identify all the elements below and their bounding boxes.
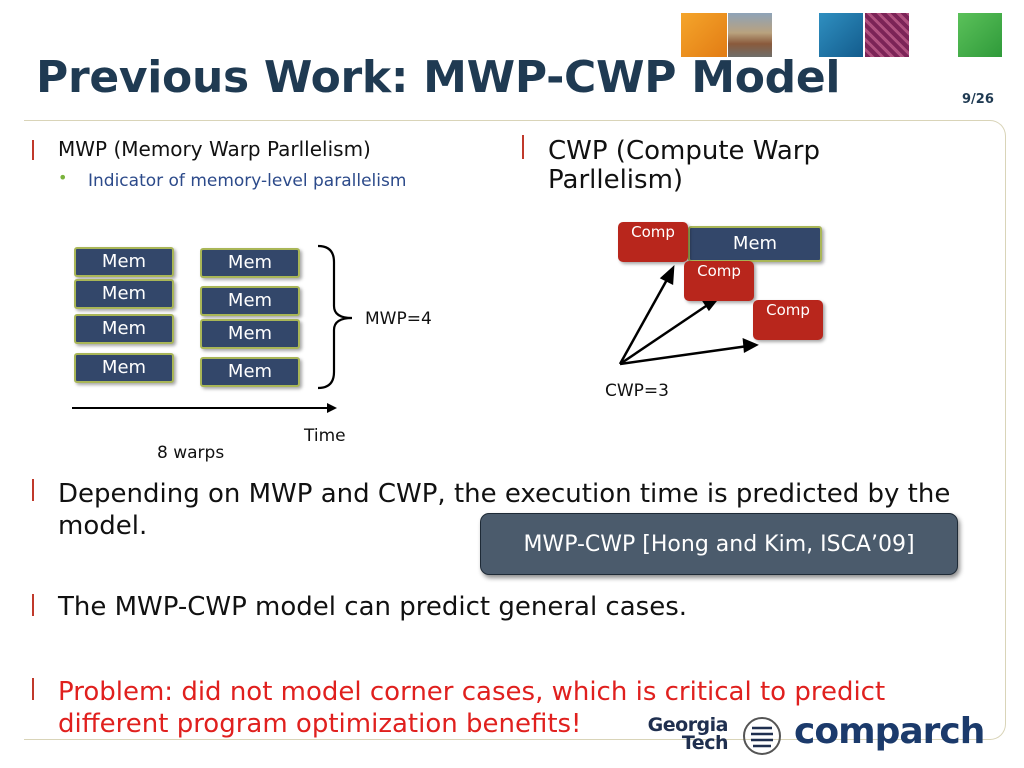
bullet-bar-execution [32,479,34,501]
mem-block: Mem [74,247,174,277]
mem-block: Mem [200,357,300,387]
cwp-heading: CWP (Compute Warp Parllelism) [548,136,820,195]
mem-block: Mem [74,279,174,309]
header-tile-photo [728,13,772,57]
mem-block: Mem [74,314,174,344]
header-tile-blue [819,13,863,57]
general-cases-bullet: The MWP-CWP model can predict general ca… [58,592,688,622]
mem-block: Mem [200,248,300,278]
bullet-bar-mwp [32,140,34,160]
cwp-arrows [618,264,759,366]
bullet-bar-cwp [522,135,524,159]
slide-title: Previous Work: MWP-CWP Model [36,52,841,103]
header-tile-circuit [865,13,909,57]
mwp-sub-bullet: Indicator of memory-level parallelism [88,171,407,191]
time-arrow-head [327,403,337,413]
mem-block: Mem [200,319,300,349]
time-label: Time [304,426,346,446]
georgia-tech-seal-icon [743,717,781,755]
comp-block: Comp [618,222,688,262]
cwp-mem-block: Mem [688,226,822,262]
comp-block: Comp [684,261,754,301]
mwp-brace [317,244,353,390]
mem-block: Mem [74,353,174,383]
reference-box: MWP-CWP [Hong and Kim, ISCA’09] [480,513,958,575]
georgia-tech-logo: Georgia Tech [647,714,729,754]
warps-label: 8 warps [157,443,225,463]
mem-block: Mem [200,286,300,316]
comparch-logo: comparch [794,711,985,752]
bullet-bar-problem [32,678,34,700]
problem-bullet: Problem: did not model corner cases, whi… [58,677,886,739]
header-tile-orange [681,13,727,57]
comp-block: Comp [753,300,823,340]
bullet-bar-general [32,594,34,616]
content-frame [24,120,1006,740]
cwp-label: CWP=3 [605,381,669,401]
header-tile-green [958,13,1002,57]
page-number: 9/26 [962,92,994,107]
mwp-heading: MWP (Memory Warp Parllelism) [58,137,371,161]
sub-bullet-dot: • [58,168,68,187]
execution-time-bullet: Depending on MWP and CWP, the execution … [58,479,951,541]
mwp-label: MWP=4 [365,309,432,329]
